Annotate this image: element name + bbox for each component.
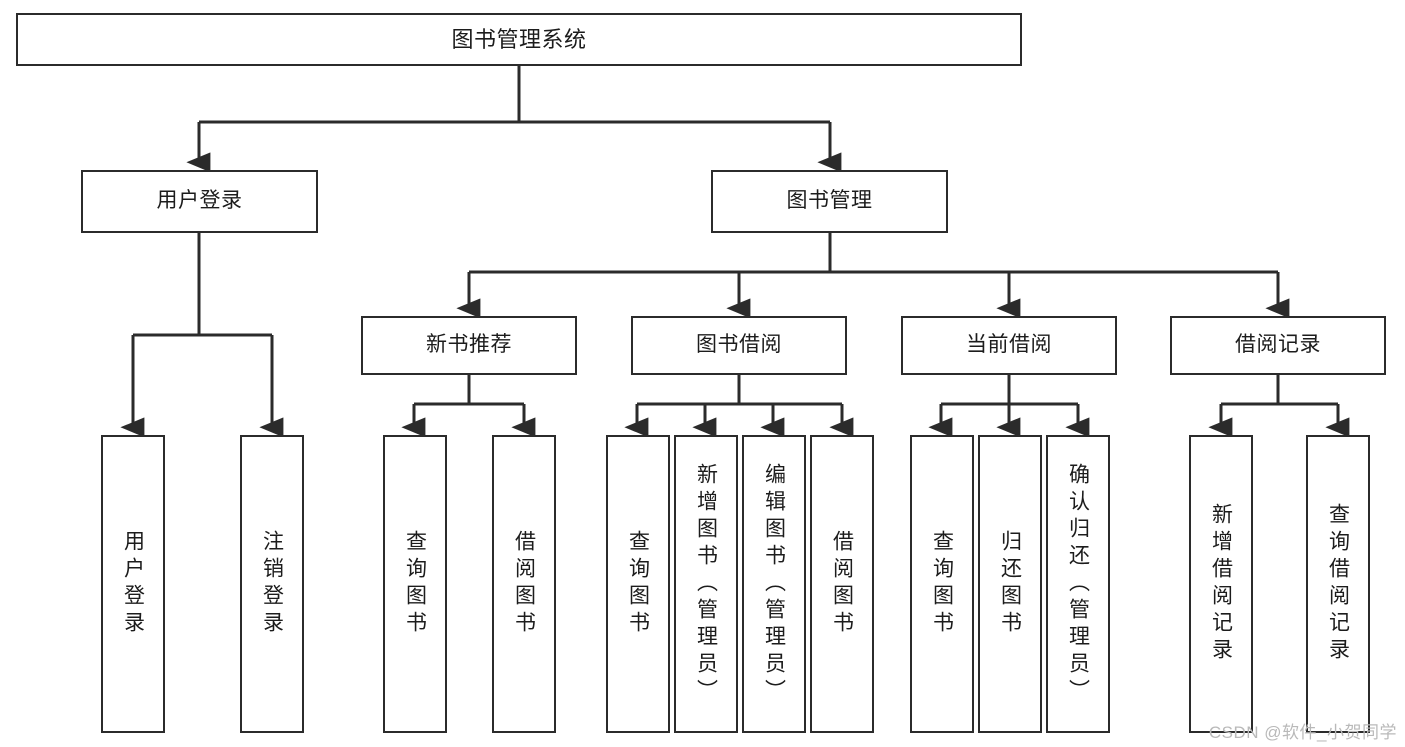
leaf-query-book-3[interactable]: 查询图书	[910, 435, 974, 733]
node-current-borrow[interactable]: 当前借阅	[901, 316, 1117, 375]
leaf-query-record-label: 查询借阅记录	[1326, 503, 1350, 665]
leaf-confirm-return-label: 确认归还（管理员）	[1066, 462, 1090, 706]
leaf-user-login[interactable]: 用户登录	[101, 435, 165, 733]
leaf-edit-book[interactable]: 编辑图书（管理员）	[742, 435, 806, 733]
leaf-confirm-return[interactable]: 确认归还（管理员）	[1046, 435, 1110, 733]
leaf-add-book[interactable]: 新增图书（管理员）	[674, 435, 738, 733]
node-book-borrow[interactable]: 图书借阅	[631, 316, 847, 375]
node-root[interactable]: 图书管理系统	[16, 13, 1022, 66]
leaf-query-book-1-label: 查询图书	[403, 530, 427, 638]
leaf-user-login-label: 用户登录	[121, 530, 145, 638]
leaf-return-book-label: 归还图书	[998, 530, 1022, 638]
node-book-management[interactable]: 图书管理	[711, 170, 948, 233]
node-book-management-label: 图书管理	[786, 189, 873, 213]
leaf-add-record-label: 新增借阅记录	[1209, 503, 1233, 665]
leaf-query-record[interactable]: 查询借阅记录	[1306, 435, 1370, 733]
node-borrow-record[interactable]: 借阅记录	[1170, 316, 1386, 375]
leaf-add-book-label: 新增图书（管理员）	[694, 462, 718, 706]
csdn-watermark: CSDN @软件_小贺同学	[1208, 723, 1397, 742]
node-new-book-recommend[interactable]: 新书推荐	[361, 316, 577, 375]
leaf-borrow-book-1[interactable]: 借阅图书	[492, 435, 556, 733]
leaf-add-record[interactable]: 新增借阅记录	[1189, 435, 1253, 733]
leaf-query-book-3-label: 查询图书	[930, 530, 954, 638]
leaf-borrow-book-1-label: 借阅图书	[512, 530, 536, 638]
node-root-label: 图书管理系统	[451, 26, 587, 52]
node-user-login[interactable]: 用户登录	[81, 170, 318, 233]
leaf-borrow-book-2-label: 借阅图书	[830, 530, 854, 638]
leaf-borrow-book-2[interactable]: 借阅图书	[810, 435, 874, 733]
leaf-logout-login-label: 注销登录	[260, 530, 284, 638]
leaf-edit-book-label: 编辑图书（管理员）	[762, 462, 786, 706]
leaf-query-book-2[interactable]: 查询图书	[606, 435, 670, 733]
node-new-book-recommend-label: 新书推荐	[426, 333, 512, 357]
node-current-borrow-label: 当前借阅	[966, 333, 1052, 357]
leaf-logout-login[interactable]: 注销登录	[240, 435, 304, 733]
leaf-return-book[interactable]: 归还图书	[978, 435, 1042, 733]
node-book-borrow-label: 图书借阅	[696, 333, 782, 357]
node-user-login-label: 用户登录	[156, 189, 243, 213]
leaf-query-book-1[interactable]: 查询图书	[383, 435, 447, 733]
leaf-query-book-2-label: 查询图书	[626, 530, 650, 638]
node-borrow-record-label: 借阅记录	[1235, 333, 1321, 357]
